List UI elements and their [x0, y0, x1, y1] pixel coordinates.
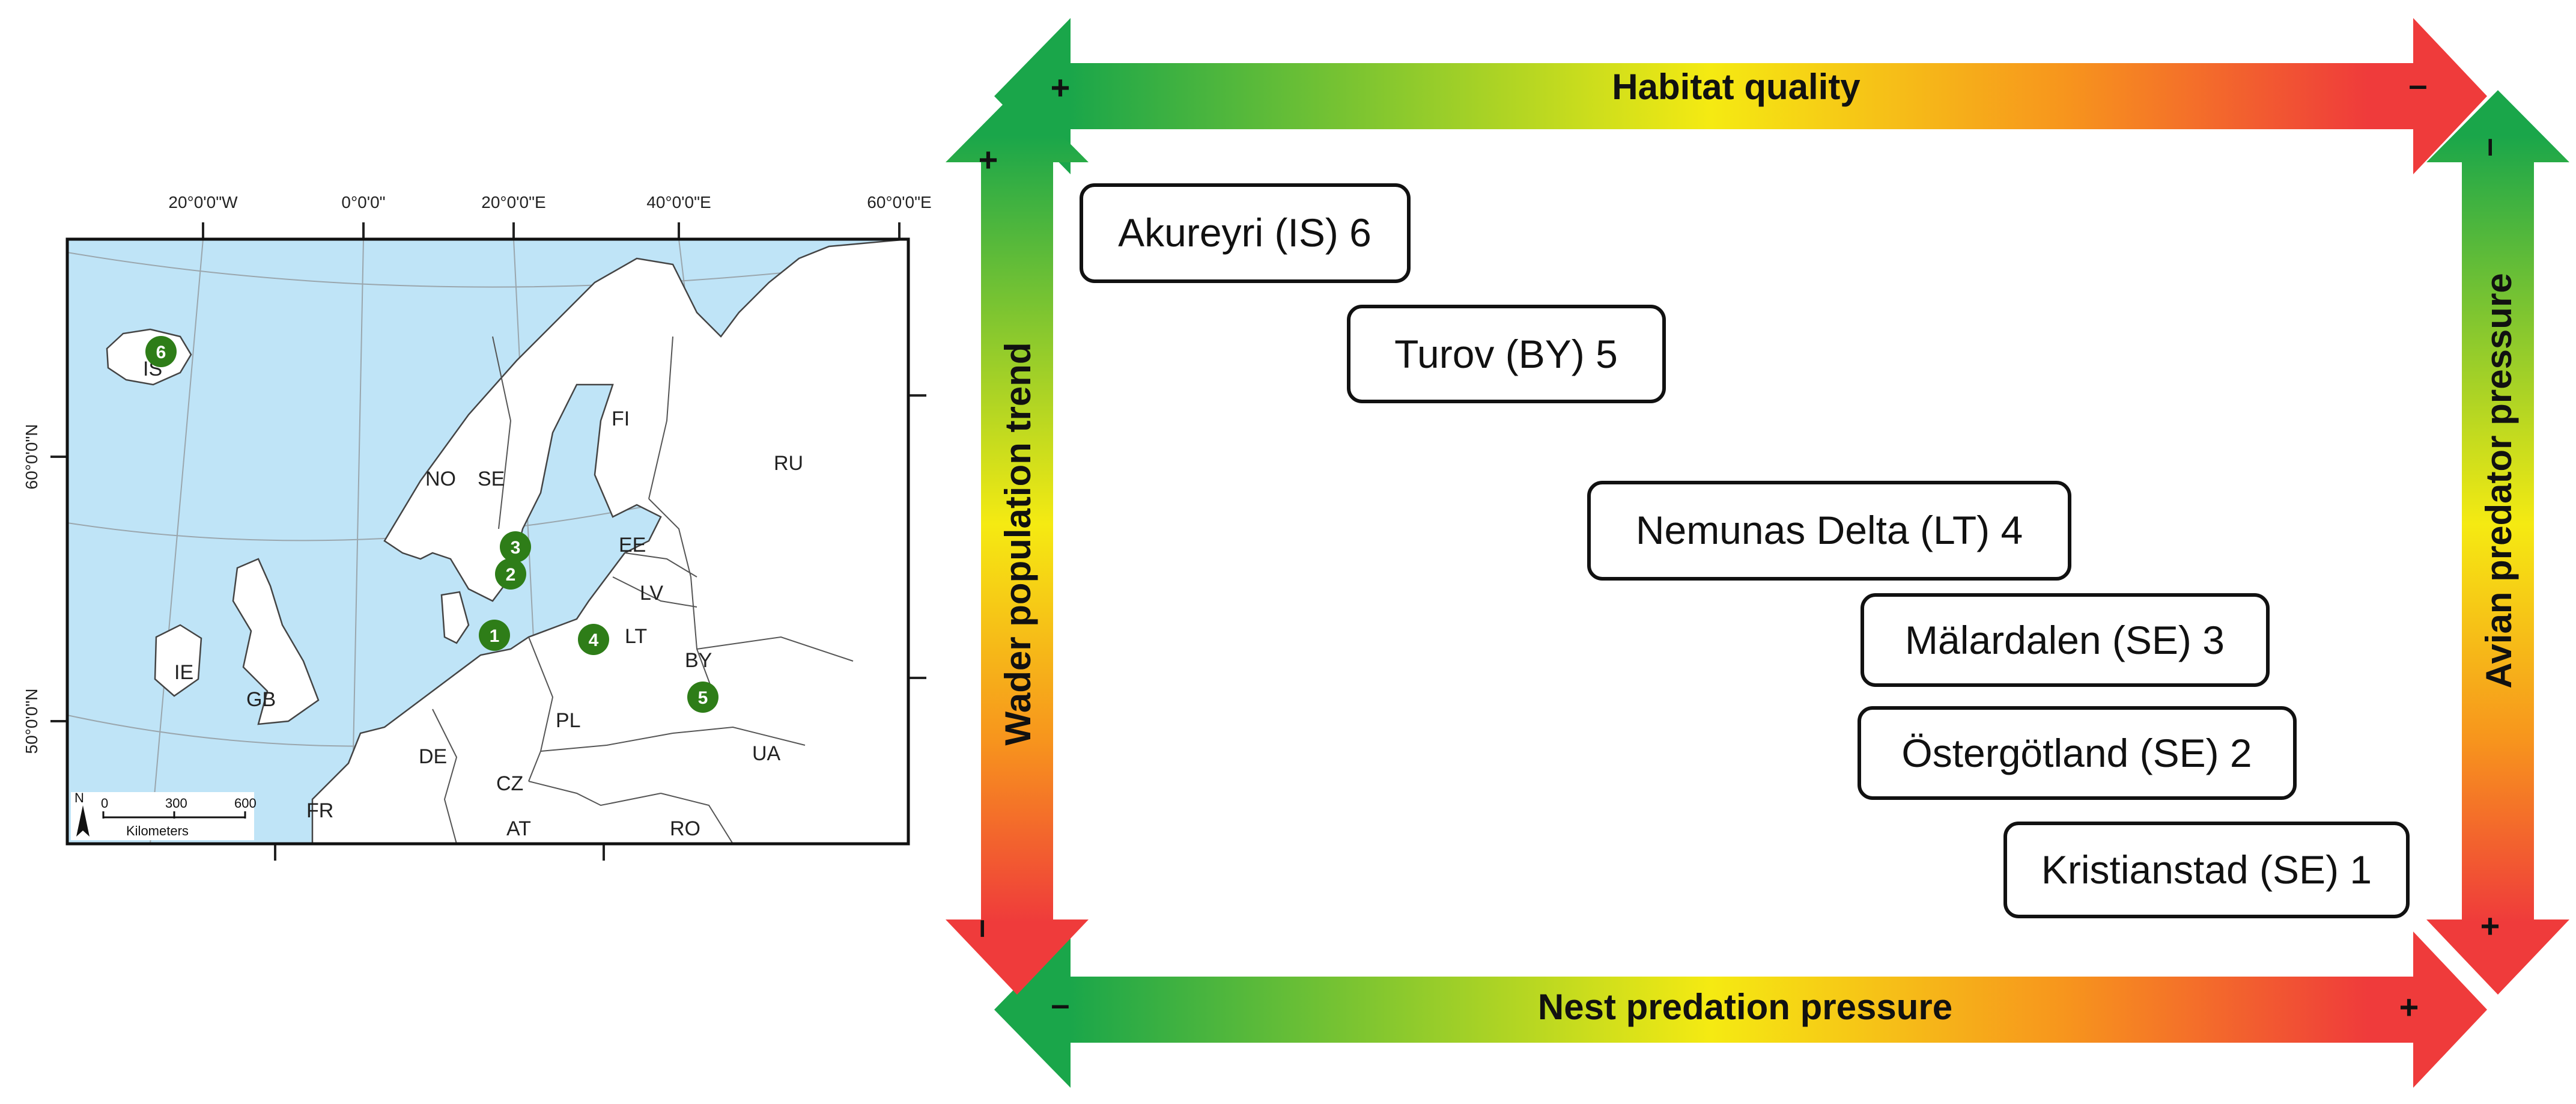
- site-box-ostergotland: Östergötland (SE) 2: [1858, 706, 2297, 800]
- site-box-nemunas-delta: Nemunas Delta (LT) 4: [1587, 481, 2071, 581]
- country-code: UA: [752, 742, 781, 765]
- svg-text:3: 3: [511, 538, 521, 558]
- lat-label-50n: 50°0'0"N: [22, 689, 41, 754]
- avian-predator-arrow: Avian predator pressure – +: [2426, 90, 2569, 995]
- site-box-label: Akureyri (IS) 6: [1118, 210, 1372, 255]
- scale-tick: 0: [101, 796, 108, 811]
- land-denmark: [440, 591, 470, 644]
- wader-minus-sign: –: [961, 919, 998, 938]
- scale-bar: N 0 300 600 Kilometers: [71, 790, 257, 840]
- map-frame: [65, 237, 910, 846]
- nest-plus-sign: +: [2399, 988, 2419, 1026]
- site-box-malardalen: Mälardalen (SE) 3: [1861, 593, 2270, 687]
- site-marker-6: 6: [145, 336, 177, 367]
- country-code: PL: [556, 709, 581, 732]
- site-box-label: Mälardalen (SE) 3: [1905, 618, 2225, 662]
- avian-plus-sign: +: [2480, 907, 2500, 945]
- avian-minus-sign: –: [2468, 138, 2506, 156]
- lon-label-40e: 40°0'0"E: [646, 193, 711, 212]
- wader-population-arrow: Wader population trend + –: [946, 90, 1089, 995]
- site-marker-5: 5: [687, 682, 718, 713]
- country-code: GB: [246, 688, 276, 711]
- country-labels: IS NO SE FI RU EE LV LT BY IE GB PL DE C…: [143, 358, 803, 840]
- country-code: AT: [506, 817, 531, 840]
- country-code: FI: [612, 407, 630, 430]
- wader-plus-sign: +: [979, 141, 998, 178]
- svg-text:1: 1: [490, 626, 500, 646]
- country-code: LT: [625, 625, 647, 648]
- country-code: LV: [640, 582, 663, 605]
- site-markers: 1 2 3 4 5 6: [145, 336, 718, 713]
- habitat-quality-arrow: Habitat quality + –: [994, 18, 2487, 174]
- habitat-minus-sign: –: [2408, 66, 2427, 103]
- nest-minus-sign: –: [1051, 985, 1069, 1023]
- country-borders: [432, 336, 854, 844]
- svg-text:5: 5: [698, 688, 708, 708]
- habitat-plus-sign: +: [1051, 69, 1071, 106]
- land-britain: [232, 558, 320, 725]
- scale-tick: 300: [165, 796, 187, 811]
- site-marker-2: 2: [495, 558, 526, 590]
- site-box-akureyri: Akureyri (IS) 6: [1080, 183, 1411, 283]
- svg-text:6: 6: [156, 343, 166, 362]
- site-boxes: Akureyri (IS) 6 Turov (BY) 5 Nemunas Del…: [1080, 183, 2410, 918]
- country-code: SE: [478, 468, 505, 490]
- north-label: N: [74, 790, 84, 805]
- site-marker-4: 4: [578, 624, 609, 655]
- site-box-label: Östergötland (SE) 2: [1901, 731, 2252, 775]
- wader-population-title: Wader population trend: [998, 342, 1038, 745]
- site-box-label: Kristianstad (SE) 1: [2041, 847, 2372, 892]
- avian-predator-title: Avian predator pressure: [2479, 273, 2519, 688]
- land-mainland: [311, 239, 908, 844]
- country-code: EE: [619, 534, 646, 557]
- nest-predation-arrow: Nest predation pressure – +: [994, 932, 2487, 1088]
- site-box-label: Nemunas Delta (LT) 4: [1636, 508, 2023, 552]
- frame-ticks: [50, 222, 926, 861]
- habitat-quality-title: Habitat quality: [1612, 67, 1861, 107]
- country-code: RU: [774, 452, 803, 475]
- svg-text:4: 4: [589, 630, 599, 650]
- country-code: DE: [419, 745, 447, 768]
- nest-predation-title: Nest predation pressure: [1538, 987, 1952, 1027]
- europe-map: 20°0'0"W 0°0'0" 20°0'0"E 40°0'0"E 60°0'0…: [22, 193, 932, 861]
- lon-label-20w: 20°0'0"W: [168, 193, 238, 212]
- site-box-label: Turov (BY) 5: [1394, 332, 1618, 376]
- svg-text:2: 2: [506, 565, 516, 585]
- scale-unit: Kilometers: [126, 823, 189, 838]
- country-code: RO: [670, 817, 700, 840]
- country-code: IE: [174, 661, 193, 684]
- site-marker-3: 3: [500, 531, 531, 563]
- site-box-kristianstad: Kristianstad (SE) 1: [2003, 822, 2410, 918]
- country-code: NO: [425, 468, 456, 490]
- lon-label-20e: 20°0'0"E: [481, 193, 545, 212]
- country-code: BY: [685, 649, 712, 672]
- site-marker-1: 1: [479, 620, 510, 651]
- scale-tick: 600: [234, 796, 257, 811]
- lon-label-0: 0°0'0": [341, 193, 385, 212]
- country-code: CZ: [496, 772, 523, 795]
- lon-label-60e: 60°0'0"E: [867, 193, 931, 212]
- land-ireland: [154, 624, 202, 697]
- north-arrow-icon: [76, 805, 90, 837]
- lat-label-60n: 60°0'0"N: [22, 424, 41, 490]
- country-code: FR: [306, 799, 333, 822]
- site-box-turov: Turov (BY) 5: [1347, 305, 1666, 403]
